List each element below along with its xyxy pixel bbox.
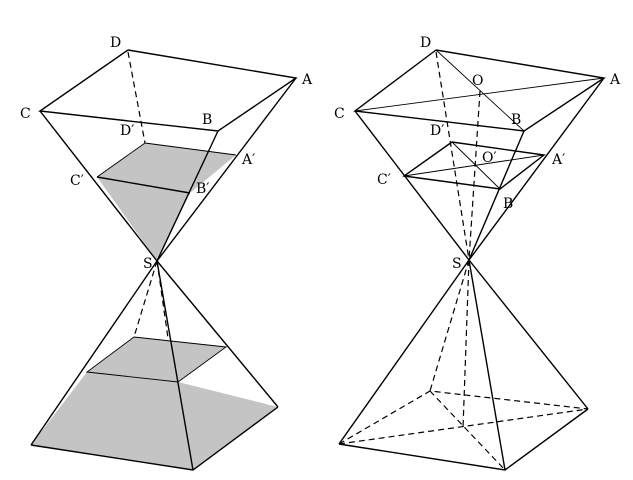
right-label-o: O [472, 73, 483, 89]
right-label-c: C [334, 106, 345, 122]
left-label-b-prime: B′ [196, 181, 209, 197]
right-section-diagonal-db [451, 141, 501, 190]
left-lower-base-outline [30, 406, 279, 471]
right-label-c-prime: C′ [377, 172, 391, 188]
right-lower-hidden-edge-back [429, 259, 470, 392]
right-lower-edge-right [468, 259, 589, 410]
right-label-b: B [511, 112, 521, 128]
right-lower-hidden-axis [462, 259, 470, 429]
left-section-c-d [96, 142, 146, 178]
right-lower-base-diagonal-1 [338, 408, 589, 445]
left-shaded-lower-section-top [87, 337, 226, 382]
left-edge-b-s [156, 130, 219, 262]
left-label-s: S [143, 256, 153, 272]
right-lower-base-visible [338, 408, 589, 471]
right-label-d-prime: D′ [430, 123, 444, 139]
right-label-s: S [452, 256, 462, 272]
left-hidden-edge-d [127, 51, 146, 144]
left-label-c: C [20, 106, 31, 122]
left-lower-hidden-edge [133, 260, 158, 338]
left-label-a-prime: A′ [241, 152, 255, 168]
left-figure [30, 49, 298, 471]
right-hidden-edge-o-s [468, 90, 481, 261]
right-figure [338, 49, 606, 471]
right-lower-base-diagonal-2 [429, 390, 506, 471]
left-shaded-lower-base [31, 372, 278, 470]
left-label-a: A [301, 72, 313, 88]
left-label-c-prime: C′ [70, 173, 84, 189]
right-label-o-prime: O′ [482, 150, 497, 166]
left-edge-a-s [156, 77, 297, 262]
left-top-square [38, 49, 298, 132]
right-edge-b-s [468, 130, 525, 261]
left-shaded-cross-section [97, 143, 236, 193]
right-lower-edge-front [468, 259, 506, 471]
left-label-b: B [202, 112, 212, 128]
right-hidden-edge-d-s [435, 51, 470, 261]
right-label-a-prime: A′ [551, 152, 565, 168]
left-lower-edge-left [30, 260, 158, 446]
right-top-diagonal-db [435, 49, 525, 132]
left-lower-section-outline [85, 336, 228, 383]
right-lower-edge-left [338, 259, 470, 445]
right-label-a: A [609, 72, 621, 88]
right-edge-a-s [468, 77, 605, 261]
right-section-diagonal-ca [403, 154, 545, 177]
right-label-d: D [420, 35, 431, 51]
right-label-b-prime: B′ [503, 196, 516, 212]
left-label-d: D [110, 35, 121, 51]
left-edge-c-s [39, 110, 158, 262]
left-label-d-prime: D′ [120, 123, 134, 139]
left-section-c-b [96, 176, 191, 194]
right-edge-c-s [354, 110, 470, 261]
left-lower-edge-front [156, 260, 194, 471]
left-lower-edge-right [156, 260, 279, 408]
left-section-d-a [144, 142, 237, 156]
